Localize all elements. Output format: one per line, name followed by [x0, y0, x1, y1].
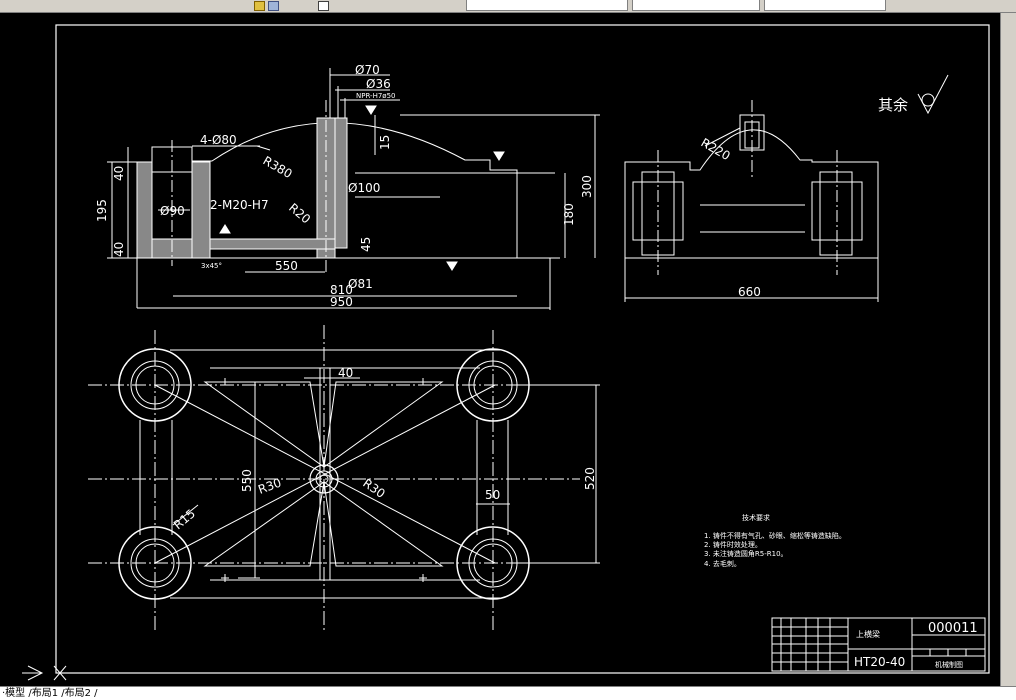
front-view	[107, 68, 600, 310]
dim-chamfer: 3x45°	[201, 262, 222, 270]
dim-d70: Ø70	[355, 63, 380, 77]
title-block	[771, 617, 986, 672]
linetype-dropdown[interactable]	[632, 0, 760, 11]
title-part-name: 上横梁	[856, 629, 880, 639]
front-view-labels: Ø70 Ø36 NPR-H7ø50 4-Ø80 R380 15 40 195 4…	[95, 63, 594, 309]
surface-note: 其余	[878, 96, 908, 114]
dim-50: 50	[485, 488, 500, 502]
drawing-canvas[interactable]: Ø70 Ø36 NPR-H7ø50 4-Ø80 R380 15 40 195 4…	[0, 13, 1000, 686]
dim-300: 300	[580, 175, 594, 198]
dim-550: 550	[275, 259, 298, 273]
vertical-scrollbar[interactable]	[1000, 13, 1016, 686]
side-view	[624, 100, 879, 302]
cube-icon[interactable]	[268, 1, 279, 11]
plan-view-labels: 40 550 520 R30 R30 50 R15	[171, 366, 597, 532]
dim-d36: Ø36	[366, 77, 391, 91]
toolbar	[0, 0, 1016, 13]
title-material: HT20-40	[854, 655, 905, 669]
dim-15: 15	[378, 135, 392, 150]
dim-d81: Ø81	[348, 277, 373, 291]
table-icon[interactable]	[318, 1, 329, 11]
title-company: 机械制图	[935, 660, 963, 669]
dim-r30-right: R30	[360, 476, 387, 501]
dim-npt: NPR-H7ø50	[356, 92, 395, 100]
dim-660: 660	[738, 285, 761, 299]
dim-m20: 2-M20-H7	[210, 198, 269, 212]
drawing-svg: Ø70 Ø36 NPR-H7ø50 4-Ø80 R380 15 40 195 4…	[22, 24, 990, 681]
dim-520: 520	[583, 467, 597, 490]
tech-notes-title: 技术要求	[742, 513, 770, 522]
title-drawing-no: 000011	[928, 621, 978, 636]
dim-40: 40	[338, 366, 353, 380]
dim-950: 950	[330, 295, 353, 309]
layout-tabs[interactable]: ·模型 /布局1 /布局2 /	[0, 686, 1016, 700]
dim-45: 45	[359, 237, 373, 252]
tech-note-1: 1. 铸件不得有气孔、砂眼、缩松等铸造缺陷。	[704, 531, 846, 540]
plan-view	[88, 325, 600, 632]
layer-icon[interactable]	[254, 1, 265, 11]
dim-r20: R20	[286, 201, 313, 227]
dim-r380: R380	[261, 153, 295, 181]
layer-dropdown[interactable]	[466, 0, 628, 11]
dim-40-top: 40	[112, 166, 126, 181]
dim-550-plan: 550	[240, 469, 254, 492]
tech-note-3: 3. 未注铸造圆角R5-R10。	[704, 549, 788, 558]
dim-810: 810	[330, 283, 353, 297]
dim-d100: Ø100	[348, 181, 380, 195]
dim-r15: R15	[171, 506, 198, 532]
tech-note-4: 4. 去毛刺。	[704, 559, 741, 568]
ucs-icon	[22, 665, 67, 681]
dim-195: 195	[95, 199, 109, 222]
dim-40-bottom: 40	[112, 242, 126, 257]
dim-d90: Ø90	[160, 204, 185, 218]
tech-note-2: 2. 铸件时效处理。	[704, 540, 762, 549]
dim-180: 180	[562, 203, 576, 226]
tech-notes: 技术要求 1. 铸件不得有气孔、砂眼、缩松等铸造缺陷。 2. 铸件时效处理。 3…	[704, 513, 846, 568]
dim-4-d80: 4-Ø80	[200, 133, 237, 147]
drawing-border	[55, 24, 990, 674]
title-block-labels: 上横梁 000011 HT20-40 机械制图	[854, 621, 978, 669]
lineweight-dropdown[interactable]	[764, 0, 886, 11]
surface-roughness-symbol: 其余	[878, 74, 949, 115]
